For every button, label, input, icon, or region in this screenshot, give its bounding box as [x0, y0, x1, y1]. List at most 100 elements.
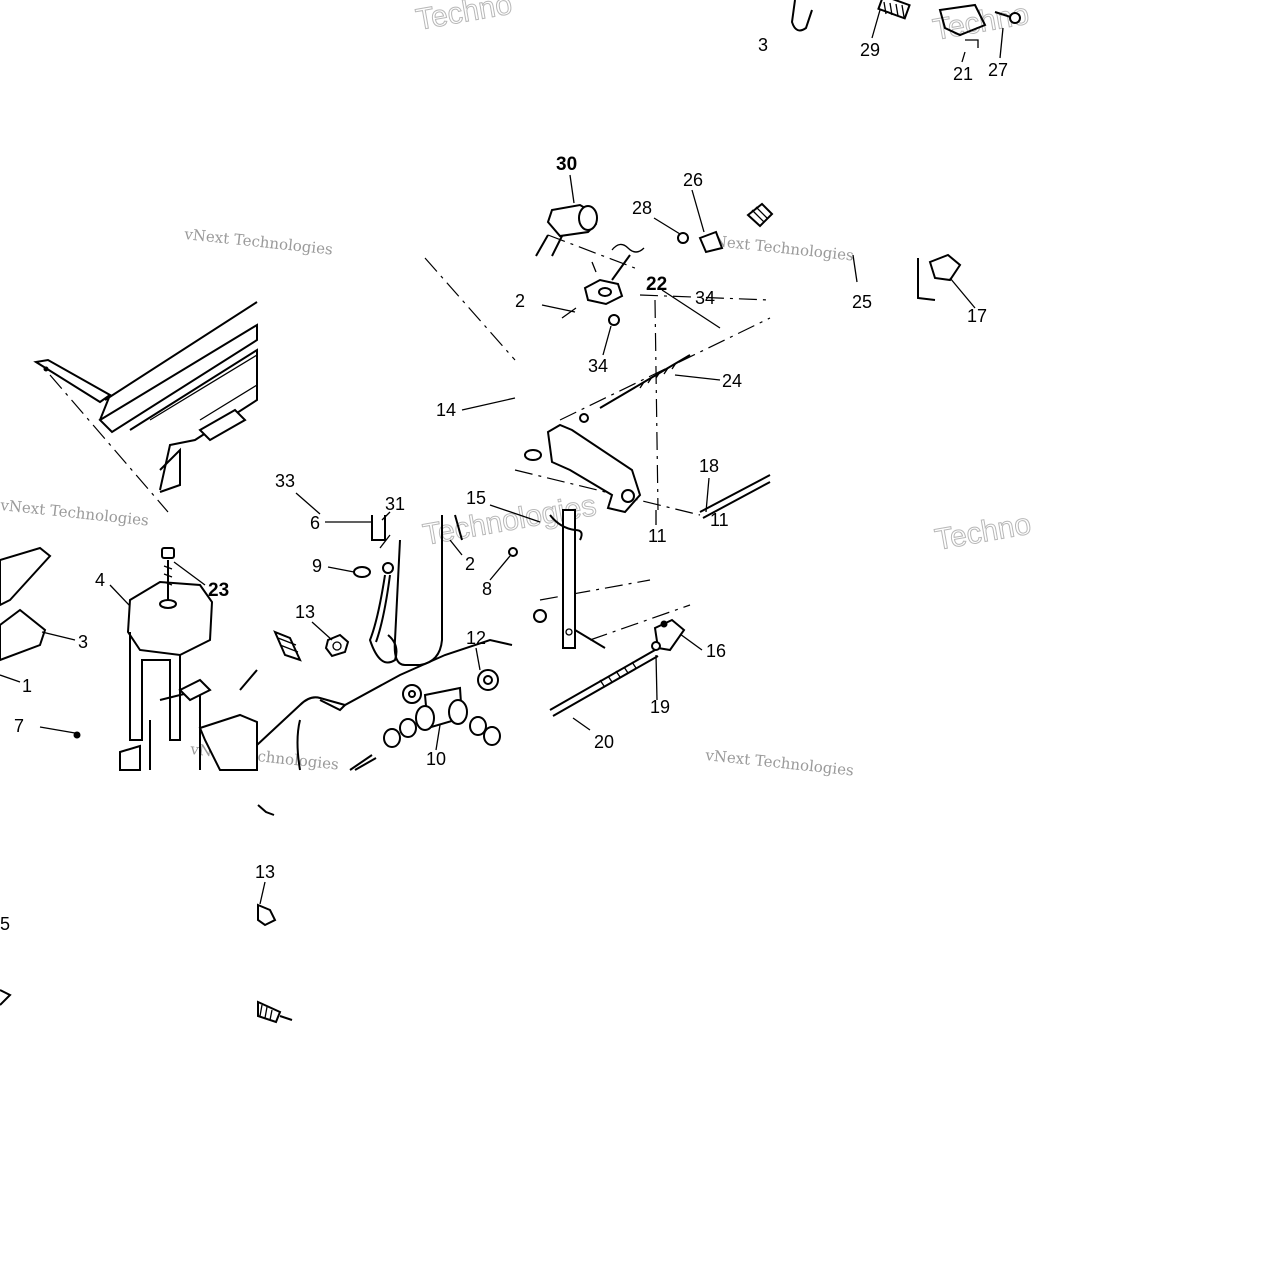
callout-9: 9	[312, 556, 322, 576]
callout-31: 31	[385, 494, 405, 514]
bracket-25	[917, 258, 936, 301]
spring-lower	[257, 1000, 282, 1024]
ball-joint-17	[928, 253, 962, 282]
callout-10: 10	[426, 749, 446, 769]
frame-leg	[159, 447, 181, 493]
callout-2: 2	[465, 554, 475, 574]
callout-7: 7	[14, 716, 24, 736]
cable-end	[382, 562, 394, 574]
bracket-30-legs	[535, 234, 563, 257]
edge	[239, 669, 258, 691]
callout-22: 22	[646, 274, 667, 295]
washer	[483, 726, 501, 746]
bracket-3	[0, 608, 47, 662]
tab	[178, 678, 212, 702]
center-bracket-assembly	[256, 514, 513, 771]
mount-block	[198, 713, 258, 771]
screw-23-thread	[163, 565, 173, 586]
callout-26: 26	[683, 170, 703, 190]
callout-11: 11	[710, 510, 729, 530]
rail-end	[0, 546, 52, 607]
hole	[43, 366, 49, 372]
link-bend	[574, 629, 606, 649]
cable-end	[579, 413, 589, 423]
washer-9	[353, 566, 371, 578]
callout-24: 24	[722, 371, 742, 391]
upper-center-parts	[524, 202, 962, 519]
spring-part	[877, 0, 911, 20]
lever-2-arm	[611, 254, 631, 281]
washer	[533, 609, 547, 623]
callout-15: 15	[466, 488, 486, 508]
callout-3: 3	[78, 632, 88, 652]
pin-8	[508, 547, 518, 557]
rod-20-thread	[599, 661, 637, 687]
link-arm	[562, 509, 576, 649]
screw-7	[73, 731, 81, 739]
callout-4: 4	[95, 570, 105, 590]
clip-15	[549, 514, 583, 541]
bracket-14	[546, 423, 642, 514]
nut-13-hole	[332, 641, 342, 651]
cotter	[257, 804, 275, 816]
leader-lines	[0, 174, 976, 905]
callout-27: 27	[988, 60, 1008, 80]
callout-16: 16	[706, 641, 726, 661]
bolt	[349, 754, 377, 771]
fragment	[0, 989, 12, 1006]
spring-coils	[277, 637, 299, 653]
clip-part	[938, 3, 987, 37]
cable-loop-inner	[375, 574, 391, 643]
pin	[591, 261, 597, 273]
pin-head	[1009, 12, 1021, 24]
bracket-part	[790, 0, 813, 32]
callout-5: 5	[0, 914, 10, 934]
frame-rail	[98, 323, 258, 434]
watermark: Techno	[413, 0, 514, 37]
plate-corner	[296, 699, 346, 771]
plate-lower	[256, 638, 513, 746]
lever-2-hole	[598, 287, 612, 297]
spring-coil-lines	[751, 206, 769, 223]
left-frame-assembly	[33, 301, 258, 493]
callout-20: 20	[594, 732, 614, 752]
frame-detail	[149, 354, 258, 421]
callout-34: 34	[588, 356, 608, 376]
callout-labels: 30 26 28 22 34 2 34 24 14 25 17 18 11 11…	[0, 35, 1008, 934]
watermark: vNext Technologies	[704, 746, 855, 780]
callout-17: 17	[967, 306, 987, 326]
cover-4-legs	[129, 632, 181, 741]
callout-2: 2	[515, 291, 525, 311]
callout-23: 23	[208, 580, 229, 601]
callout-1: 1	[22, 676, 32, 696]
bracket-14-hole	[621, 489, 635, 503]
clip-tab	[965, 39, 979, 48]
link-arm-hole	[565, 628, 573, 636]
washer	[383, 728, 401, 748]
callout-11: 11	[648, 526, 667, 546]
callout-8: 8	[482, 579, 492, 599]
rod-18	[699, 474, 771, 519]
rod-end-ball	[660, 620, 668, 628]
leader-lines	[871, 9, 1004, 63]
bracket-30-hole	[578, 205, 598, 231]
nut-34	[608, 314, 620, 326]
bushing-10-end	[448, 699, 468, 725]
watermark: vNext Technologies	[704, 231, 855, 265]
washer-hole	[408, 690, 416, 698]
lower-strip	[0, 804, 293, 1024]
nut-28	[677, 232, 689, 244]
bracket-31	[371, 515, 386, 541]
top-right-fragment	[790, 0, 1021, 63]
callout-18: 18	[699, 456, 719, 476]
callout-34: 34	[695, 288, 715, 308]
callout-13: 13	[295, 602, 315, 622]
frame-bracket	[33, 358, 112, 404]
watermark: vNext Technologies	[183, 225, 334, 259]
spring	[611, 243, 645, 253]
washer	[399, 718, 417, 738]
rod-20	[549, 649, 659, 717]
cable-24	[599, 354, 691, 409]
mount-foot	[119, 744, 141, 771]
